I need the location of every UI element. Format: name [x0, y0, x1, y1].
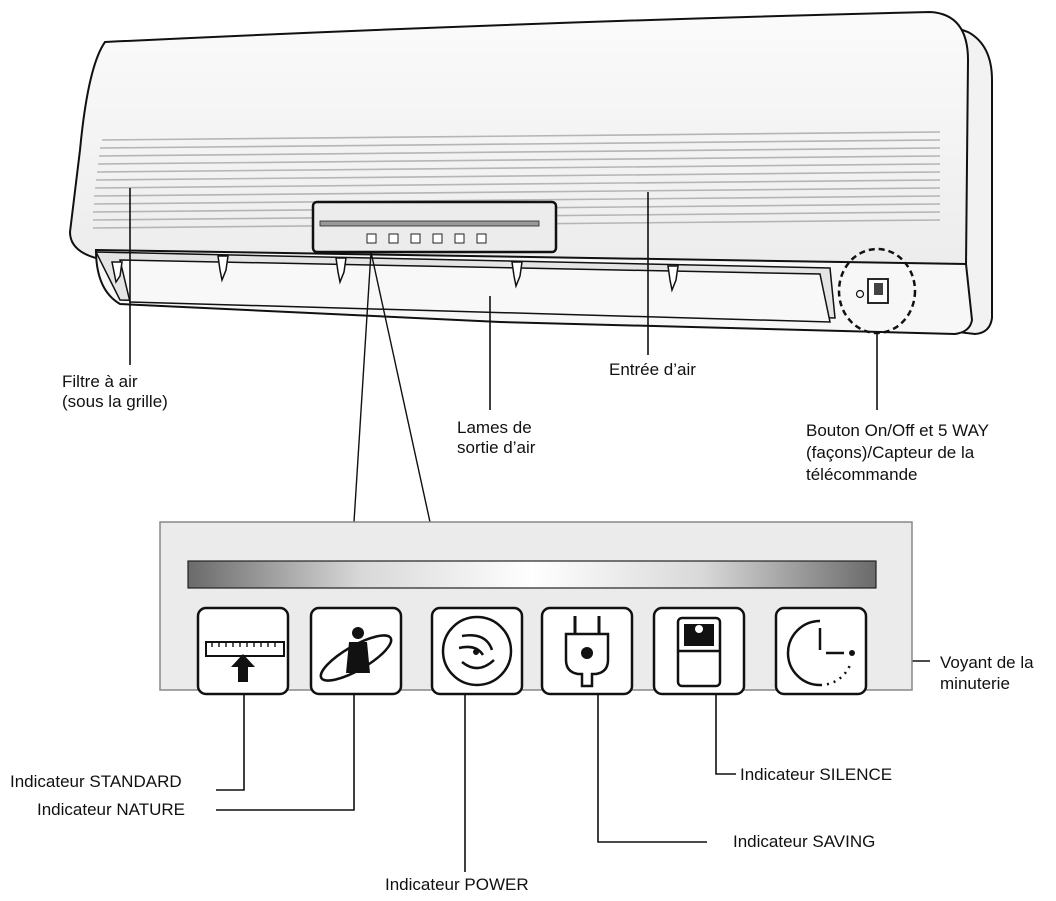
- standard-icon: [196, 606, 290, 696]
- nature-indicator-label: Indicateur NATURE: [37, 800, 186, 819]
- timer-icon: [774, 606, 868, 696]
- outlet-louvres-label-line1: Lames de: [457, 418, 532, 437]
- power-icon: [430, 606, 524, 696]
- outlet-louvres-label-line2: sortie d’air: [457, 438, 536, 457]
- silence-indicator-label: Indicateur SILENCE: [740, 765, 893, 784]
- louvre-clips: [111, 255, 679, 293]
- onoff-button-label-line3: télécommande: [806, 465, 918, 484]
- onoff-button-label-line1: Bouton On/Off et 5 WAY: [806, 421, 989, 440]
- air-intake-label: Entrée d’air: [609, 360, 696, 380]
- nature-icon: [309, 606, 403, 696]
- unit-display-panel: [311, 200, 558, 254]
- air-filter-label-line1: Filtre à air: [62, 372, 138, 391]
- air-filter-label: Filtre à air (sous la grille): [62, 372, 168, 412]
- saving-indicator-label: Indicateur SAVING: [733, 832, 876, 851]
- power-indicator-label: Indicateur POWER: [385, 875, 529, 894]
- air-outlet-louvre: [119, 259, 831, 323]
- outlet-louvres-label: Lames de sortie d’air: [457, 418, 535, 458]
- air-filter-label-line2: (sous la grille): [62, 392, 168, 411]
- timer-lamp-label: Voyant de la minuterie: [940, 652, 1034, 694]
- timer-lamp-label-line2: minuterie: [940, 674, 1010, 693]
- standard-indicator-label: Indicateur STANDARD: [10, 772, 182, 791]
- silence-icon: [652, 606, 746, 696]
- timer-lamp-label-line1: Voyant de la: [940, 653, 1034, 672]
- leader-lines: [129, 188, 930, 872]
- air-intake-label-line1: Entrée d’air: [609, 360, 696, 379]
- onoff-button-label: Bouton On/Off et 5 WAY (façons)/Capteur …: [806, 420, 989, 486]
- onoff-button-label-line2: (façons)/Capteur de la: [806, 443, 975, 462]
- saving-icon: [540, 606, 634, 696]
